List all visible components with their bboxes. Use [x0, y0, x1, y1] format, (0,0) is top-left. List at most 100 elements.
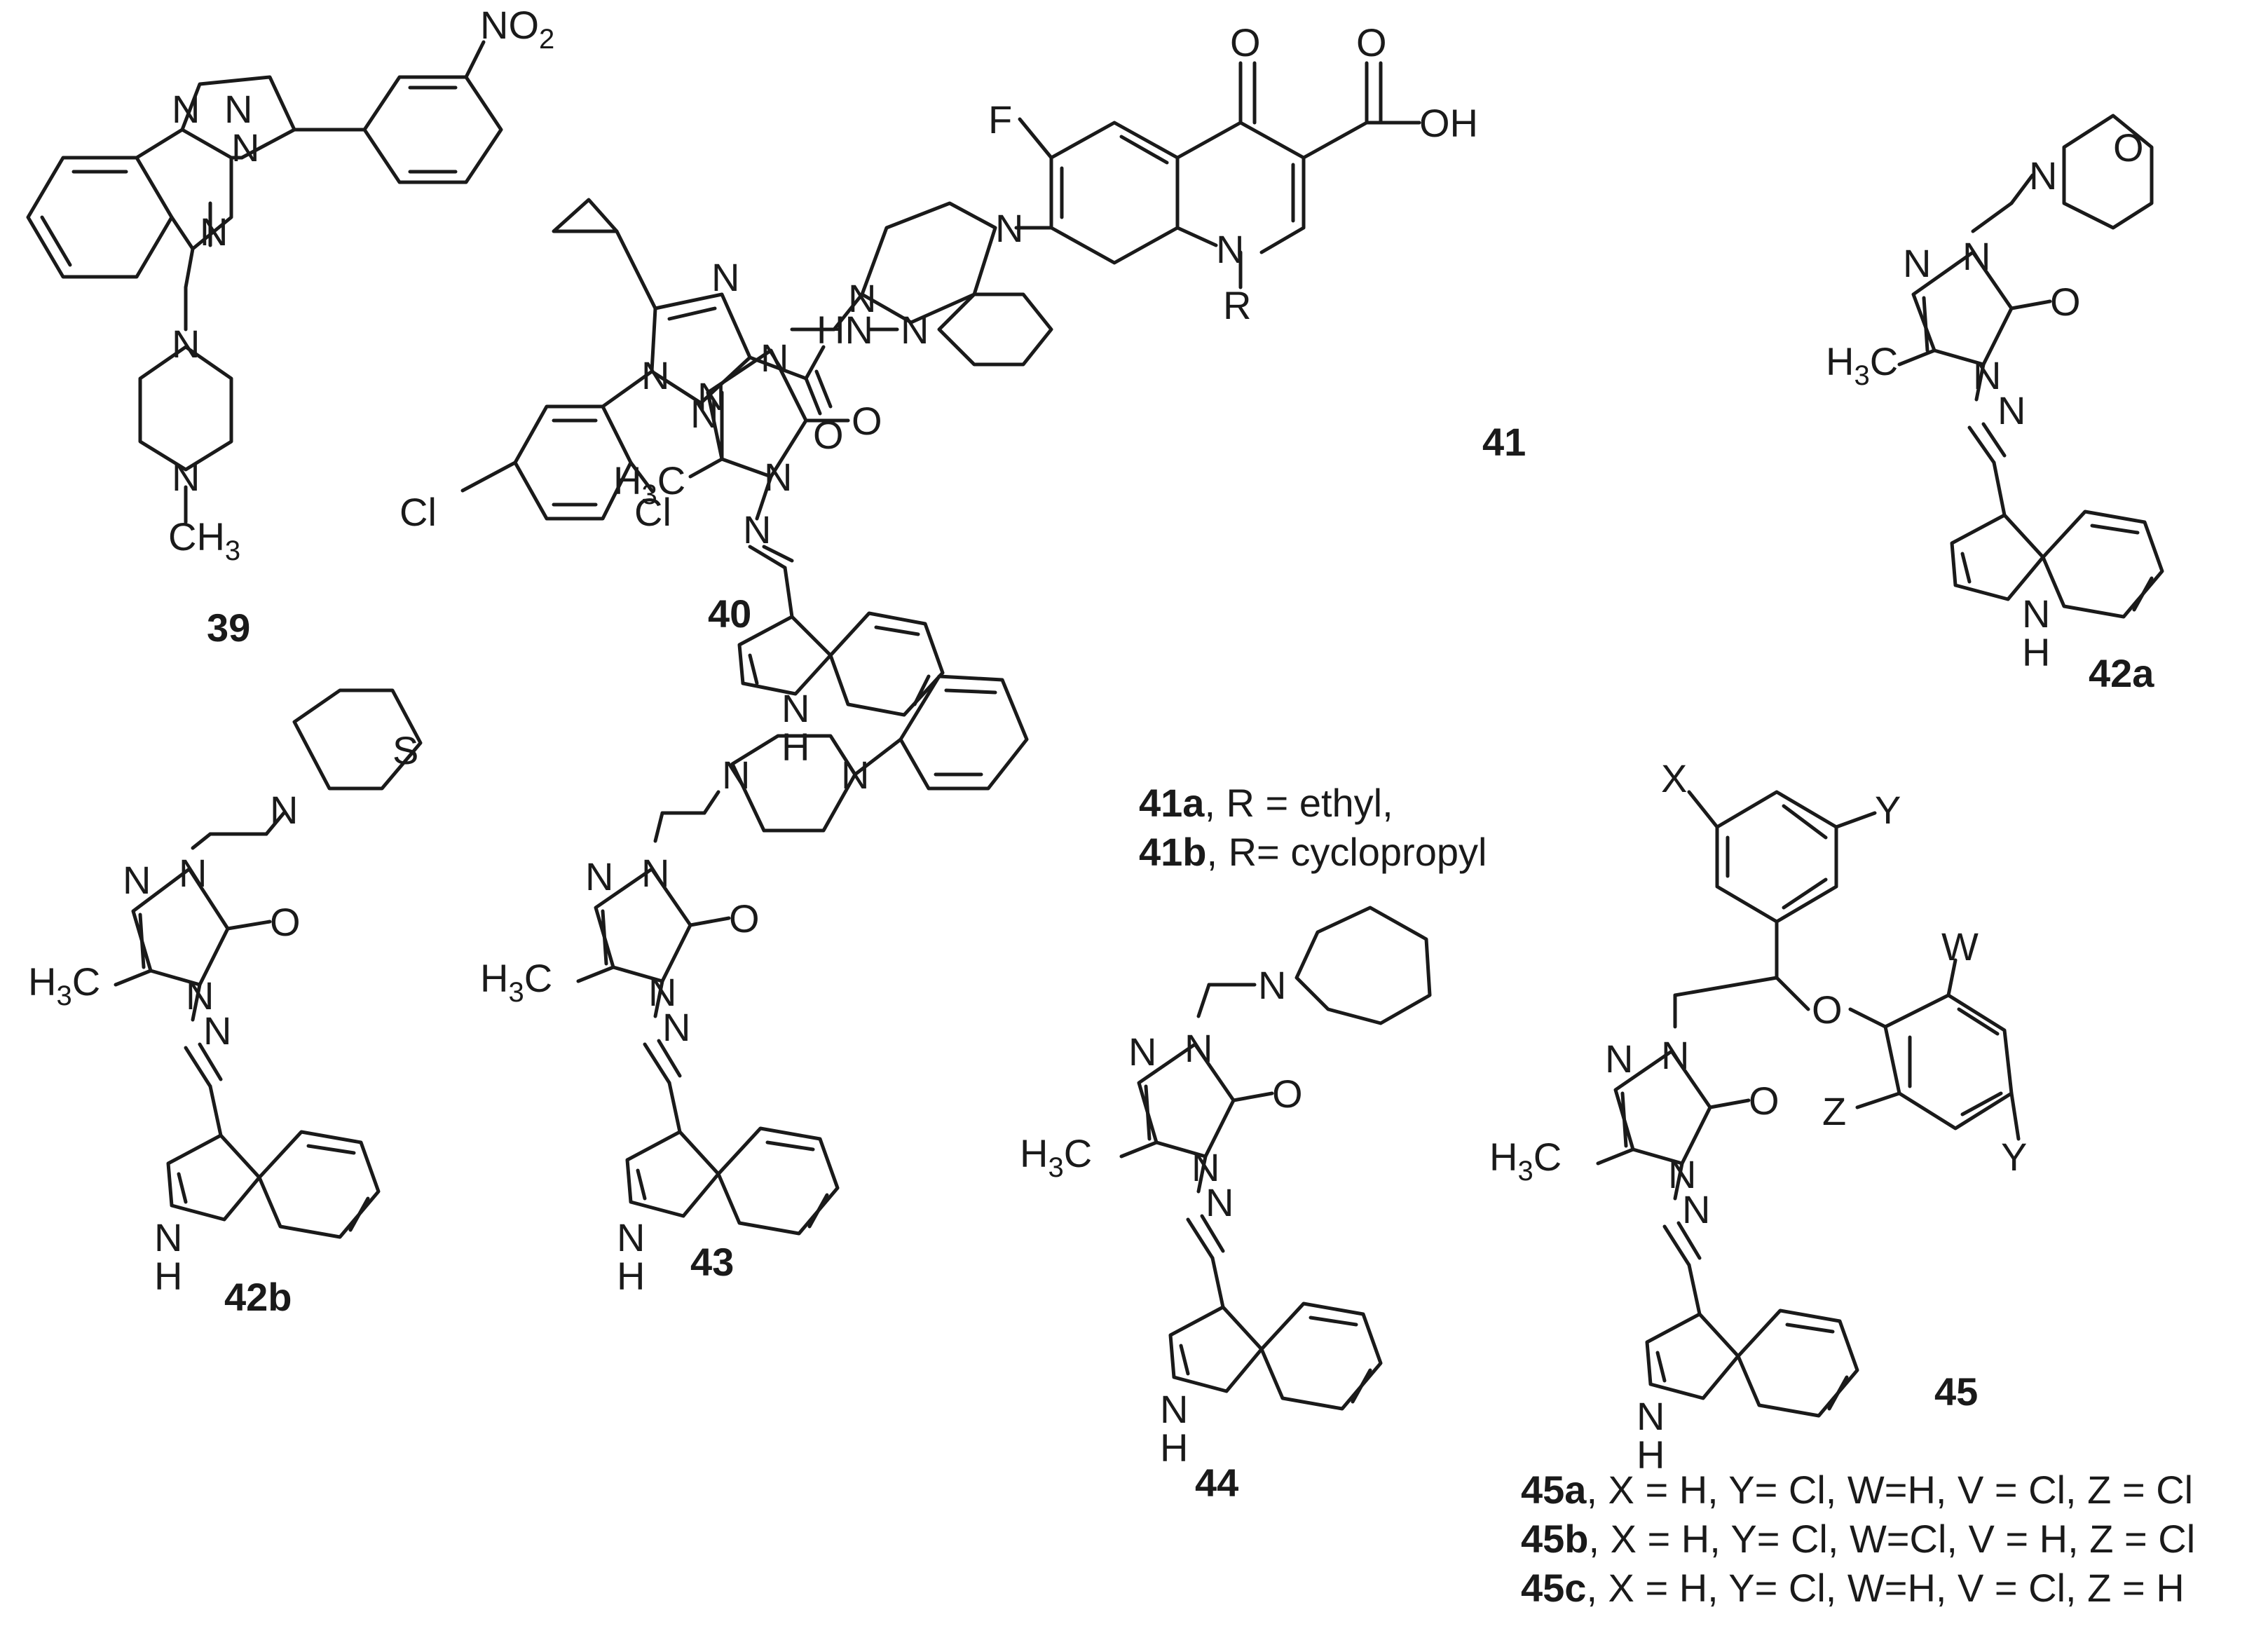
compound-number-44: 44	[1195, 1461, 1238, 1505]
atom-label: N	[641, 353, 669, 397]
atom-label: N	[995, 206, 1023, 250]
r-group-label: R	[1223, 283, 1251, 327]
methyl-label: H3C	[28, 959, 100, 1011]
atom-label: N	[2029, 153, 2057, 198]
oh-label: OH	[1419, 101, 1478, 145]
compound-45: X Y O W Z Y N N O N N H3C N H 45 45a, X …	[1489, 756, 2195, 1610]
compound-40: N N N HN N O Cl Cl 40	[399, 198, 1053, 636]
atom-label: N	[1184, 1026, 1212, 1070]
atom-label: N	[200, 210, 228, 254]
atom-label: O	[1230, 20, 1261, 64]
atom-label: H	[781, 725, 809, 769]
atom-label: N	[617, 1215, 645, 1259]
atom-label: O	[1356, 20, 1387, 64]
atom-label: N	[154, 1215, 182, 1259]
atom-label: N	[123, 858, 151, 902]
caption-45a: 45a, X = H, Y= Cl, W=H, V = Cl, Z = Cl	[1521, 1468, 2193, 1512]
thio-label: S	[392, 728, 418, 772]
compound-number-42b: 42b	[224, 1275, 292, 1319]
atom-label: N	[648, 970, 676, 1014]
atom-label: O	[852, 399, 882, 443]
atom-label: N	[722, 753, 750, 797]
caption-45c: 45c, X = H, Y= Cl, W=H, V = Cl, Z = H	[1521, 1566, 2185, 1610]
atom-label: N	[1128, 1030, 1156, 1074]
atom-label: O	[2050, 280, 2081, 324]
atom-label: N	[1962, 234, 1990, 278]
compound-number-45: 45	[1934, 1369, 1978, 1414]
compound-number-41: 41	[1482, 420, 1526, 464]
atom-label: N	[697, 374, 725, 418]
atom-label: N	[1682, 1187, 1710, 1231]
atom-label: N	[585, 854, 613, 899]
methyl-label: H3C	[480, 956, 552, 1008]
atom-label: O	[729, 896, 760, 941]
atom-label: N	[781, 686, 809, 730]
atom-label: N	[848, 276, 876, 320]
atom-label: N	[662, 1005, 690, 1049]
atom-label: N	[179, 851, 207, 895]
atom-label: N	[186, 973, 214, 1018]
atom-label: O	[270, 900, 301, 944]
y-label: Y	[1875, 788, 1901, 832]
atom-label: N	[2022, 592, 2050, 636]
w-label: W	[1941, 924, 1979, 969]
methyl-label: CH3	[168, 514, 240, 566]
atom-label: H	[617, 1254, 645, 1298]
caption-41a: 41a, R = ethyl,	[1139, 781, 1393, 825]
atom-label: O	[1272, 1072, 1303, 1116]
atom-label: N	[1903, 241, 1931, 285]
z-label: Z	[1822, 1089, 1846, 1133]
x-label: X	[1661, 756, 1687, 800]
atom-label: N	[743, 507, 771, 552]
compound-number-42a: 42a	[2089, 651, 2154, 695]
compound-42b: S N N N O N N H3C N H 42b	[28, 688, 423, 1319]
atom-label: N	[172, 322, 200, 366]
atom-label: N	[1668, 1152, 1696, 1196]
atom-label: N	[641, 851, 669, 895]
compound-number-40: 40	[708, 592, 751, 636]
atom-label: N	[224, 87, 252, 131]
atom-label: N	[1973, 353, 2001, 397]
fluoro-label: F	[988, 97, 1012, 142]
compound-number-43: 43	[690, 1240, 734, 1284]
atom-label: N	[1191, 1145, 1220, 1189]
atom-label: N	[203, 1009, 231, 1053]
methyl-label: H3C	[1020, 1131, 1092, 1183]
methyl-label: H3C	[613, 458, 685, 510]
atom-label: O	[2113, 125, 2144, 170]
methyl-label: H3C	[1489, 1135, 1562, 1187]
atom-label: N	[764, 455, 792, 499]
chloro-label: Cl	[399, 490, 437, 534]
atom-label: O	[1749, 1079, 1779, 1123]
atom-label: N	[1216, 227, 1244, 271]
compound-42a: O N N N O N N H3C N H 42a	[1826, 114, 2164, 695]
atom-label: N	[1637, 1394, 1665, 1438]
atom-label: N	[1605, 1037, 1633, 1081]
atom-label: N	[901, 308, 929, 352]
atom-label: H	[154, 1254, 182, 1298]
atom-label: N	[711, 255, 739, 299]
compound-43: N N N N O N N H3C N H 43	[480, 674, 1029, 1298]
atom-label: H	[1637, 1433, 1665, 1477]
atom-label: N	[172, 455, 200, 499]
caption-45b: 45b, X = H, Y= Cl, W=Cl, V = H, Z = Cl	[1521, 1517, 2195, 1561]
compound-44: N N N O N N H3C N H 44	[1020, 906, 1432, 1505]
atom-label: N	[1205, 1180, 1234, 1224]
y-label: Y	[2001, 1135, 2027, 1179]
atom-label: N	[760, 336, 788, 380]
atom-label: H	[2022, 630, 2050, 674]
atom-label: O	[1812, 988, 1843, 1032]
atom-label: N	[270, 788, 298, 832]
atom-label: N	[1160, 1387, 1188, 1431]
compound-number-39: 39	[207, 606, 250, 650]
atom-label: N	[1661, 1033, 1689, 1077]
atom-label: N	[231, 125, 259, 170]
atom-label: N	[841, 753, 869, 797]
nitro-label: NO2	[480, 3, 554, 55]
atom-label: N	[1258, 963, 1286, 1007]
compound-39: N N N N N N NO2 CH3 39	[26, 3, 554, 650]
atom-label: N	[1997, 388, 2026, 432]
caption-41b: 41b, R= cyclopropyl	[1139, 830, 1487, 874]
methyl-label: H3C	[1826, 339, 1898, 391]
chloro-label: Cl	[634, 490, 671, 534]
